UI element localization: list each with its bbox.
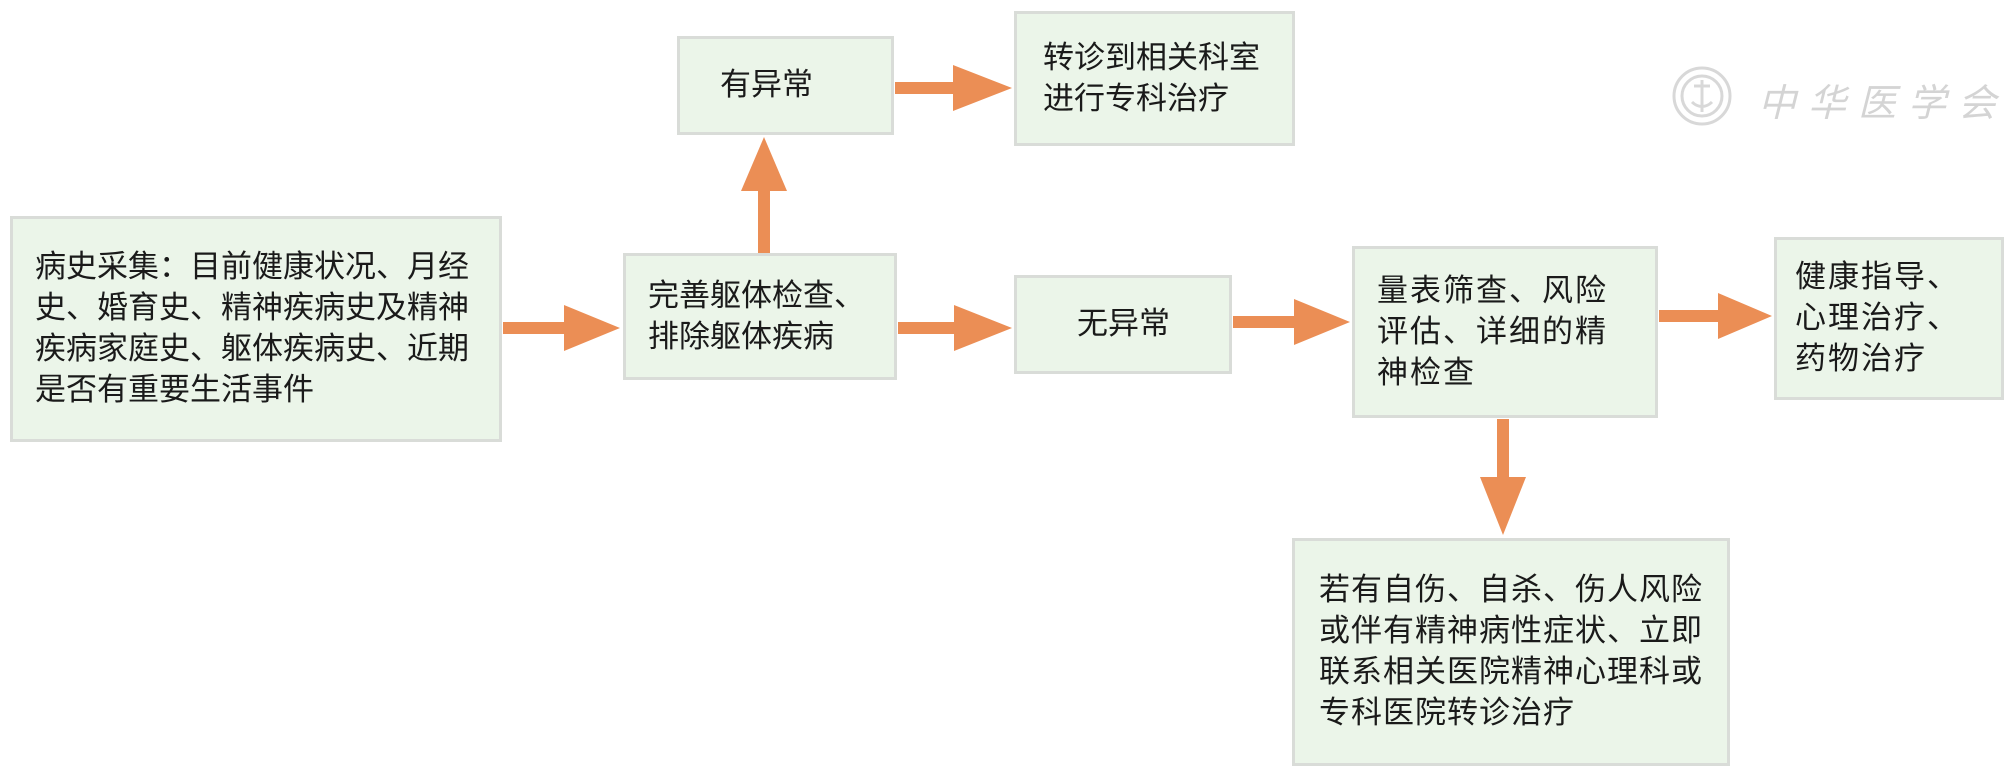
node-normal: 无异常: [1014, 275, 1232, 374]
arrow-exam-to-normal: [898, 305, 1012, 351]
node-abnormal-text: 有异常: [720, 67, 813, 103]
arrow-history-to-exam: [503, 305, 620, 351]
node-referral-text: 转诊到相关科室进行专科治疗: [1043, 39, 1260, 117]
node-history-collection-text: 病史采集：目前健康状况、月经史、婚育史、精神疾病史及精神疾病家庭史、躯体疾病史、…: [35, 249, 469, 408]
node-risk-referral-text: 若有自伤、自杀、伤人风险或伴有精神病性症状、立即联系相关医院精神心理科或专科医院…: [1319, 572, 1703, 731]
watermark-text: 中华医学会: [1758, 81, 2009, 125]
node-screening-text: 量表筛查、风险评估、详细的精神检查: [1377, 272, 1608, 391]
node-history-collection: 病史采集：目前健康状况、月经史、婚育史、精神疾病史及精神疾病家庭史、躯体疾病史、…: [10, 216, 502, 442]
node-normal-text: 无异常: [1077, 306, 1170, 342]
arrow-exam-to-abnormal: [741, 137, 787, 253]
node-screening: 量表筛查、风险评估、详细的精神检查: [1352, 246, 1658, 418]
node-physical-exam-text: 完善躯体检查、排除躯体疾病: [648, 277, 865, 355]
arrow-screening-to-risk: [1480, 419, 1526, 535]
arrow-abnormal-to-referral: [895, 65, 1012, 111]
node-guidance: 健康指导、心理治疗、药物治疗: [1774, 237, 2004, 400]
node-risk-referral: 若有自伤、自杀、伤人风险或伴有精神病性症状、立即联系相关医院精神心理科或专科医院…: [1292, 538, 1730, 766]
node-referral: 转诊到相关科室进行专科治疗: [1014, 11, 1295, 146]
node-abnormal: 有异常: [677, 36, 894, 135]
node-physical-exam: 完善躯体检查、排除躯体疾病: [623, 253, 897, 380]
arrow-screening-to-guidance: [1659, 293, 1772, 339]
watermark-logo: [1672, 66, 1732, 126]
arrow-normal-to-screening: [1233, 299, 1350, 345]
node-guidance-text: 健康指导、心理治疗、药物治疗: [1795, 259, 1960, 377]
